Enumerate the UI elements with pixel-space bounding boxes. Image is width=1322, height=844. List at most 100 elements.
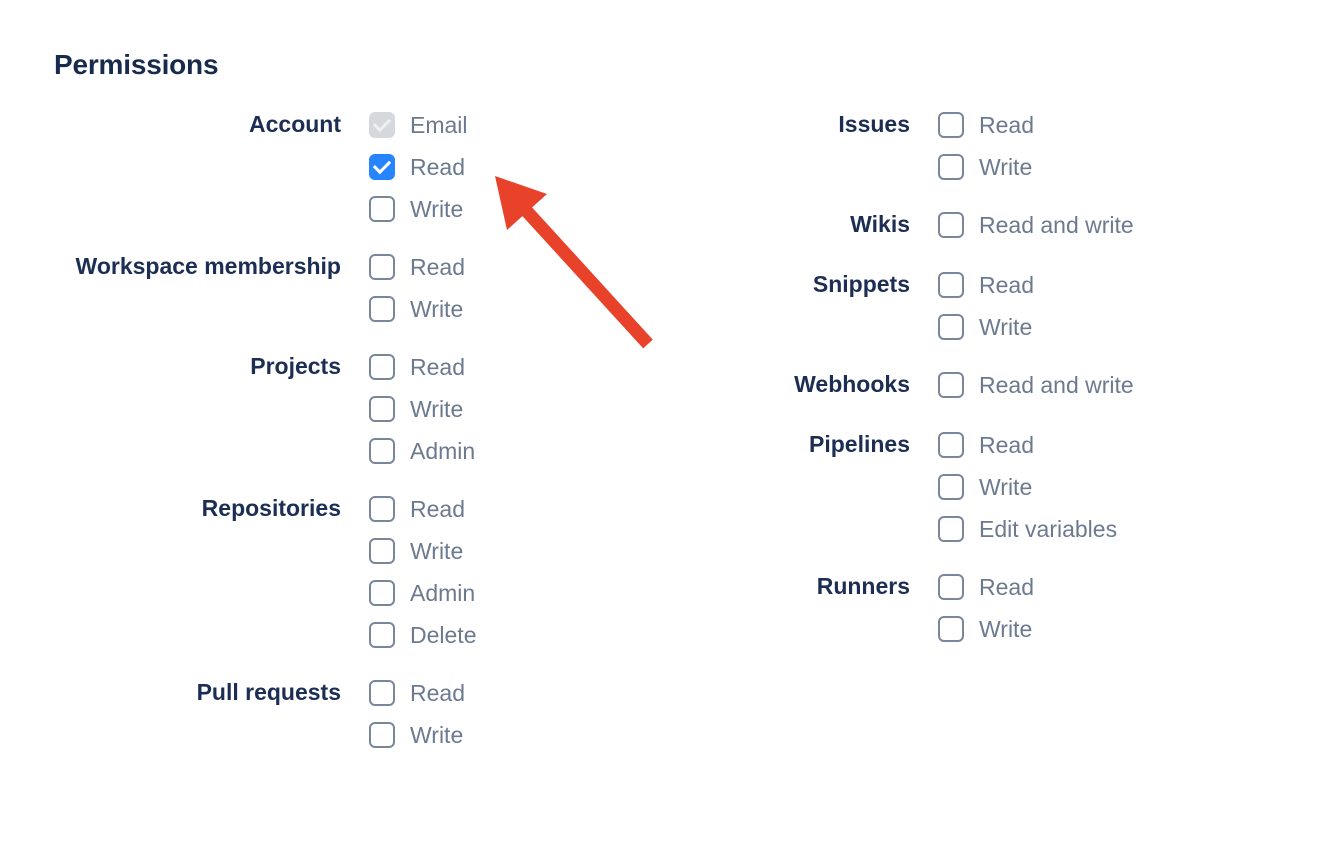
permission-option-repositories-delete[interactable]: Delete	[369, 622, 476, 648]
permission-options: Read and write	[938, 212, 1134, 238]
permission-option-snippets-read[interactable]: Read	[938, 272, 1034, 298]
permission-options: Read Write Admin	[369, 354, 475, 464]
permission-options: Email Read Write	[369, 112, 468, 222]
permission-group-wikis: Wikis Read and write	[640, 211, 1134, 240]
permission-group-webhooks: Webhooks Read and write	[640, 371, 1134, 400]
checkbox-runners-write[interactable]	[938, 616, 964, 642]
permission-group-pull-requests: Pull requests Read Write	[54, 679, 640, 748]
checkbox-account-email	[369, 112, 395, 138]
permission-option-wikis-read-and-write[interactable]: Read and write	[938, 212, 1134, 238]
permission-group-projects: Projects Read Write Admin	[54, 353, 640, 464]
permission-option-snippets-write[interactable]: Write	[938, 314, 1034, 340]
permission-option-projects-write[interactable]: Write	[369, 396, 475, 422]
permission-group-label: Webhooks	[794, 371, 910, 397]
permission-option-webhooks-read-and-write[interactable]: Read and write	[938, 372, 1134, 398]
permission-options: Read and write	[938, 372, 1134, 398]
page-title: Permissions	[54, 49, 219, 80]
permission-option-account-email: Email	[369, 112, 468, 138]
permission-group-label: Pipelines	[809, 431, 910, 457]
permission-option-runners-read[interactable]: Read	[938, 574, 1034, 600]
permission-option-label: Write	[410, 396, 464, 422]
permission-option-label: Delete	[410, 622, 477, 648]
permissions-content: Permissions Account Email Read Write Wor…	[54, 49, 1134, 780]
checkbox-pipelines-edit-variables[interactable]	[938, 516, 964, 542]
permission-option-label: Read	[410, 496, 465, 522]
permission-group-label: Workspace membership	[75, 253, 341, 279]
permission-option-label: Read	[979, 432, 1034, 458]
permission-group-label: Repositories	[201, 495, 341, 521]
permission-option-pipelines-read[interactable]: Read	[938, 432, 1117, 458]
permission-options: Read Write	[938, 112, 1034, 180]
checkbox-snippets-read[interactable]	[938, 272, 964, 298]
permission-group-account: Account Email Read Write	[54, 111, 640, 222]
permission-option-pull-requests-read[interactable]: Read	[369, 680, 465, 706]
checkbox-workspace-membership-write[interactable]	[369, 296, 395, 322]
permissions-column-left: Account Email Read Write Workspace membe…	[54, 111, 640, 780]
checkbox-repositories-delete[interactable]	[369, 622, 395, 648]
checkbox-projects-admin[interactable]	[369, 438, 395, 464]
checkbox-workspace-membership-read[interactable]	[369, 254, 395, 280]
permission-option-pipelines-edit-variables[interactable]: Edit variables	[938, 516, 1117, 542]
checkbox-pull-requests-write[interactable]	[369, 722, 395, 748]
checkbox-pipelines-write[interactable]	[938, 474, 964, 500]
permission-option-runners-write[interactable]: Write	[938, 616, 1034, 642]
permission-option-repositories-admin[interactable]: Admin	[369, 580, 476, 606]
permission-option-issues-write[interactable]: Write	[938, 154, 1034, 180]
checkbox-repositories-admin[interactable]	[369, 580, 395, 606]
permission-option-label: Write	[410, 296, 464, 322]
permission-option-label: Read and write	[979, 212, 1134, 238]
permission-group-snippets: Snippets Read Write	[640, 271, 1134, 340]
permission-option-label: Read	[410, 354, 465, 380]
checkbox-pull-requests-read[interactable]	[369, 680, 395, 706]
permission-option-workspace-membership-read[interactable]: Read	[369, 254, 465, 280]
checkbox-webhooks-read-and-write[interactable]	[938, 372, 964, 398]
permission-option-label: Admin	[410, 438, 476, 464]
permission-group-runners: Runners Read Write	[640, 573, 1134, 642]
checkbox-issues-write[interactable]	[938, 154, 964, 180]
checkbox-issues-read[interactable]	[938, 112, 964, 138]
permission-options: Read Write	[369, 254, 465, 322]
permission-group-label: Account	[249, 111, 341, 137]
checkbox-account-read[interactable]	[369, 154, 395, 180]
permission-option-projects-admin[interactable]: Admin	[369, 438, 475, 464]
permission-option-repositories-write[interactable]: Write	[369, 538, 476, 564]
permission-option-workspace-membership-write[interactable]: Write	[369, 296, 465, 322]
permission-option-label: Read	[410, 254, 465, 280]
checkbox-account-write[interactable]	[369, 196, 395, 222]
checkbox-snippets-write[interactable]	[938, 314, 964, 340]
permission-option-projects-read[interactable]: Read	[369, 354, 475, 380]
permission-group-label: Snippets	[812, 271, 910, 297]
permission-option-pipelines-write[interactable]: Write	[938, 474, 1117, 500]
permission-option-label: Write	[979, 314, 1033, 340]
permission-option-account-write[interactable]: Write	[369, 196, 468, 222]
permission-option-issues-read[interactable]: Read	[938, 112, 1034, 138]
checkmark-icon	[372, 113, 391, 132]
permission-options: Read Write Edit variables	[938, 432, 1117, 542]
permission-option-label: Read	[410, 154, 465, 180]
checkbox-wikis-read-and-write[interactable]	[938, 212, 964, 238]
checkbox-projects-read[interactable]	[369, 354, 395, 380]
permission-option-label: Write	[410, 196, 464, 222]
permission-option-repositories-read[interactable]: Read	[369, 496, 476, 522]
checkbox-repositories-write[interactable]	[369, 538, 395, 564]
permission-option-label: Admin	[410, 580, 476, 606]
permission-option-label: Read	[979, 574, 1034, 600]
permission-option-label: Read	[979, 272, 1034, 298]
checkbox-projects-write[interactable]	[369, 396, 395, 422]
permission-options: Read Write	[938, 574, 1034, 642]
permission-options: Read Write Admin Delete	[369, 496, 476, 648]
permission-option-account-read[interactable]: Read	[369, 154, 468, 180]
permission-group-label: Pull requests	[196, 679, 341, 705]
permission-group-label: Projects	[250, 353, 341, 379]
checkbox-repositories-read[interactable]	[369, 496, 395, 522]
checkbox-runners-read[interactable]	[938, 574, 964, 600]
checkmark-icon	[372, 155, 391, 174]
permissions-column-right: Issues Read Write Wikis Read and write S…	[640, 111, 1134, 674]
permission-group-label: Issues	[838, 111, 910, 137]
permission-group-workspace-membership: Workspace membership Read Write	[54, 253, 640, 322]
permission-group-label: Runners	[816, 573, 910, 599]
permission-option-label: Read	[410, 680, 465, 706]
permission-option-pull-requests-write[interactable]: Write	[369, 722, 465, 748]
checkbox-pipelines-read[interactable]	[938, 432, 964, 458]
